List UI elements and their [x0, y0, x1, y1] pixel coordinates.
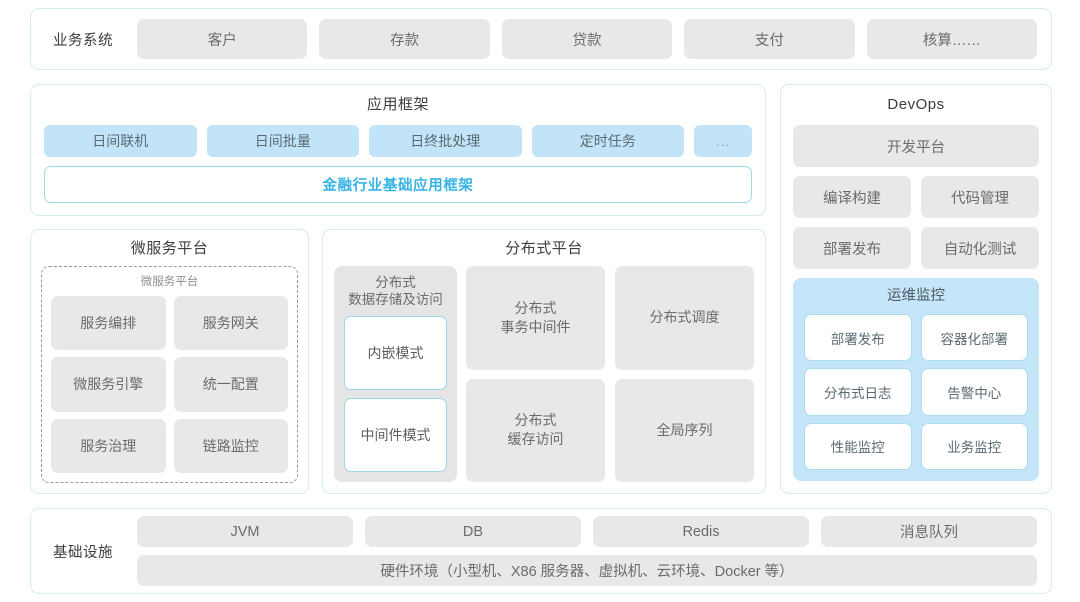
- devops-panel: DevOps 开发平台 编译构建 代码管理 部署发布 自动化测试 运维监控 部署…: [780, 84, 1052, 494]
- distributed-storage-group[interactable]: 分布式 数据存储及访问 内嵌模式 中间件模式: [334, 266, 457, 482]
- app-framework-panel: 应用框架 日间联机 日间批量 日终批处理 定时任务 ... 金融行业基础应用框架: [30, 84, 766, 216]
- microservice-item[interactable]: 服务编排: [51, 296, 166, 351]
- infrastructure-stack: JVM DB Redis 消息队列 硬件环境（小型机、X86 服务器、虚拟机、云…: [137, 516, 1037, 586]
- devops-dev-platform[interactable]: 开发平台: [793, 125, 1039, 167]
- microservice-inner-group: 微服务平台 服务编排 服务网关 微服务引擎 统一配置 服务治理 链路监控: [41, 266, 298, 483]
- storage-mode-embedded[interactable]: 内嵌模式: [344, 316, 447, 390]
- storage-mode-middleware[interactable]: 中间件模式: [344, 398, 447, 472]
- devops-pair-row: 部署发布 自动化测试: [793, 227, 1039, 269]
- platform-row: 微服务平台 微服务平台 服务编排 服务网关 微服务引擎 统一配置 服务治理 链路…: [30, 229, 766, 494]
- hardware-environment-bar[interactable]: 硬件环境（小型机、X86 服务器、虚拟机、云环境、Docker 等）: [137, 555, 1037, 586]
- ops-monitor-item[interactable]: 分布式日志: [804, 368, 912, 416]
- distributed-storage-title: 分布式 数据存储及访问: [348, 275, 443, 307]
- devops-pair-row: 编译构建 代码管理: [793, 176, 1039, 218]
- app-framework-tag[interactable]: 定时任务: [531, 125, 684, 157]
- ops-monitor-grid: 部署发布 容器化部署 分布式日志 告警中心 性能监控 业务监控: [804, 314, 1028, 470]
- app-framework-tag[interactable]: 日终批处理: [369, 125, 522, 157]
- microservice-platform-title: 微服务平台: [130, 240, 209, 257]
- distributed-platform-title: 分布式平台: [505, 240, 583, 257]
- microservice-platform-panel: 微服务平台 微服务平台 服务编排 服务网关 微服务引擎 统一配置 服务治理 链路…: [30, 229, 309, 494]
- business-systems-panel: 业务系统 客户 存款 贷款 支付 核算……: [30, 8, 1052, 70]
- infrastructure-component[interactable]: JVM: [137, 516, 353, 547]
- devops-column: DevOps 开发平台 编译构建 代码管理 部署发布 自动化测试 运维监控 部署…: [780, 84, 1052, 494]
- devops-item[interactable]: 部署发布: [793, 227, 911, 269]
- business-system-item[interactable]: 支付: [684, 19, 855, 59]
- microservice-item[interactable]: 服务治理: [51, 418, 166, 473]
- ops-monitor-item[interactable]: 性能监控: [804, 422, 912, 470]
- devops-item[interactable]: 代码管理: [921, 176, 1039, 218]
- app-framework-title: 应用框架: [366, 96, 429, 113]
- distributed-item[interactable]: 分布式调度: [615, 266, 754, 370]
- infrastructure-label: 基础设施: [53, 544, 113, 561]
- distributed-item[interactable]: 分布式 事务中间件: [466, 266, 605, 370]
- app-framework-tag-list: 日间联机 日间批量 日终批处理 定时任务 ...: [44, 125, 752, 157]
- microservice-item[interactable]: 微服务引擎: [51, 357, 166, 412]
- infrastructure-component[interactable]: Redis: [593, 516, 809, 547]
- base-framework-bar[interactable]: 金融行业基础应用框架: [44, 166, 752, 203]
- microservice-item[interactable]: 服务网关: [173, 296, 288, 351]
- infrastructure-component-row: JVM DB Redis 消息队列: [137, 516, 1037, 547]
- ops-monitor-item[interactable]: 业务监控: [920, 422, 1028, 470]
- distributed-item-grid: 分布式 事务中间件 分布式调度 分布式 缓存访问 全局序列: [466, 266, 754, 482]
- microservice-item[interactable]: 链路监控: [173, 418, 288, 473]
- distributed-platform-panel: 分布式平台 分布式 数据存储及访问 内嵌模式 中间件模式 分布式 事务中间件 分…: [322, 229, 766, 494]
- business-systems-label: 业务系统: [53, 32, 113, 49]
- app-framework-tag[interactable]: 日间批量: [206, 125, 359, 157]
- infrastructure-component[interactable]: DB: [365, 516, 581, 547]
- ops-monitor-title: 运维监控: [887, 288, 945, 304]
- microservice-item[interactable]: 统一配置: [173, 357, 288, 412]
- ops-monitor-item[interactable]: 部署发布: [804, 314, 912, 362]
- app-framework-more-tag[interactable]: ...: [694, 125, 752, 157]
- app-framework-tag[interactable]: 日间联机: [44, 125, 197, 157]
- devops-title: DevOps: [887, 96, 945, 113]
- ops-monitor-item[interactable]: 容器化部署: [920, 314, 1028, 362]
- devops-item[interactable]: 自动化测试: [921, 227, 1039, 269]
- ops-monitor-group: 运维监控 部署发布 容器化部署 分布式日志 告警中心 性能监控 业务监控: [793, 278, 1039, 481]
- microservice-inner-title: 微服务平台: [140, 276, 199, 288]
- infrastructure-panel: 基础设施 JVM DB Redis 消息队列 硬件环境（小型机、X86 服务器、…: [30, 508, 1052, 594]
- distributed-item[interactable]: 全局序列: [615, 378, 754, 482]
- middle-band: 应用框架 日间联机 日间批量 日终批处理 定时任务 ... 金融行业基础应用框架…: [30, 84, 1052, 494]
- business-system-item[interactable]: 客户: [137, 19, 308, 59]
- business-system-item[interactable]: 存款: [319, 19, 490, 59]
- microservice-item-grid: 服务编排 服务网关 微服务引擎 统一配置 服务治理 链路监控: [51, 296, 288, 473]
- distributed-body: 分布式 数据存储及访问 内嵌模式 中间件模式 分布式 事务中间件 分布式调度 分…: [334, 266, 754, 482]
- distributed-item[interactable]: 分布式 缓存访问: [466, 378, 605, 482]
- ops-monitor-item[interactable]: 告警中心: [920, 368, 1028, 416]
- infrastructure-component[interactable]: 消息队列: [821, 516, 1037, 547]
- business-system-item[interactable]: 核算……: [866, 19, 1038, 59]
- middle-left-column: 应用框架 日间联机 日间批量 日终批处理 定时任务 ... 金融行业基础应用框架…: [30, 84, 766, 494]
- business-system-item[interactable]: 贷款: [501, 19, 673, 59]
- devops-item[interactable]: 编译构建: [793, 176, 911, 218]
